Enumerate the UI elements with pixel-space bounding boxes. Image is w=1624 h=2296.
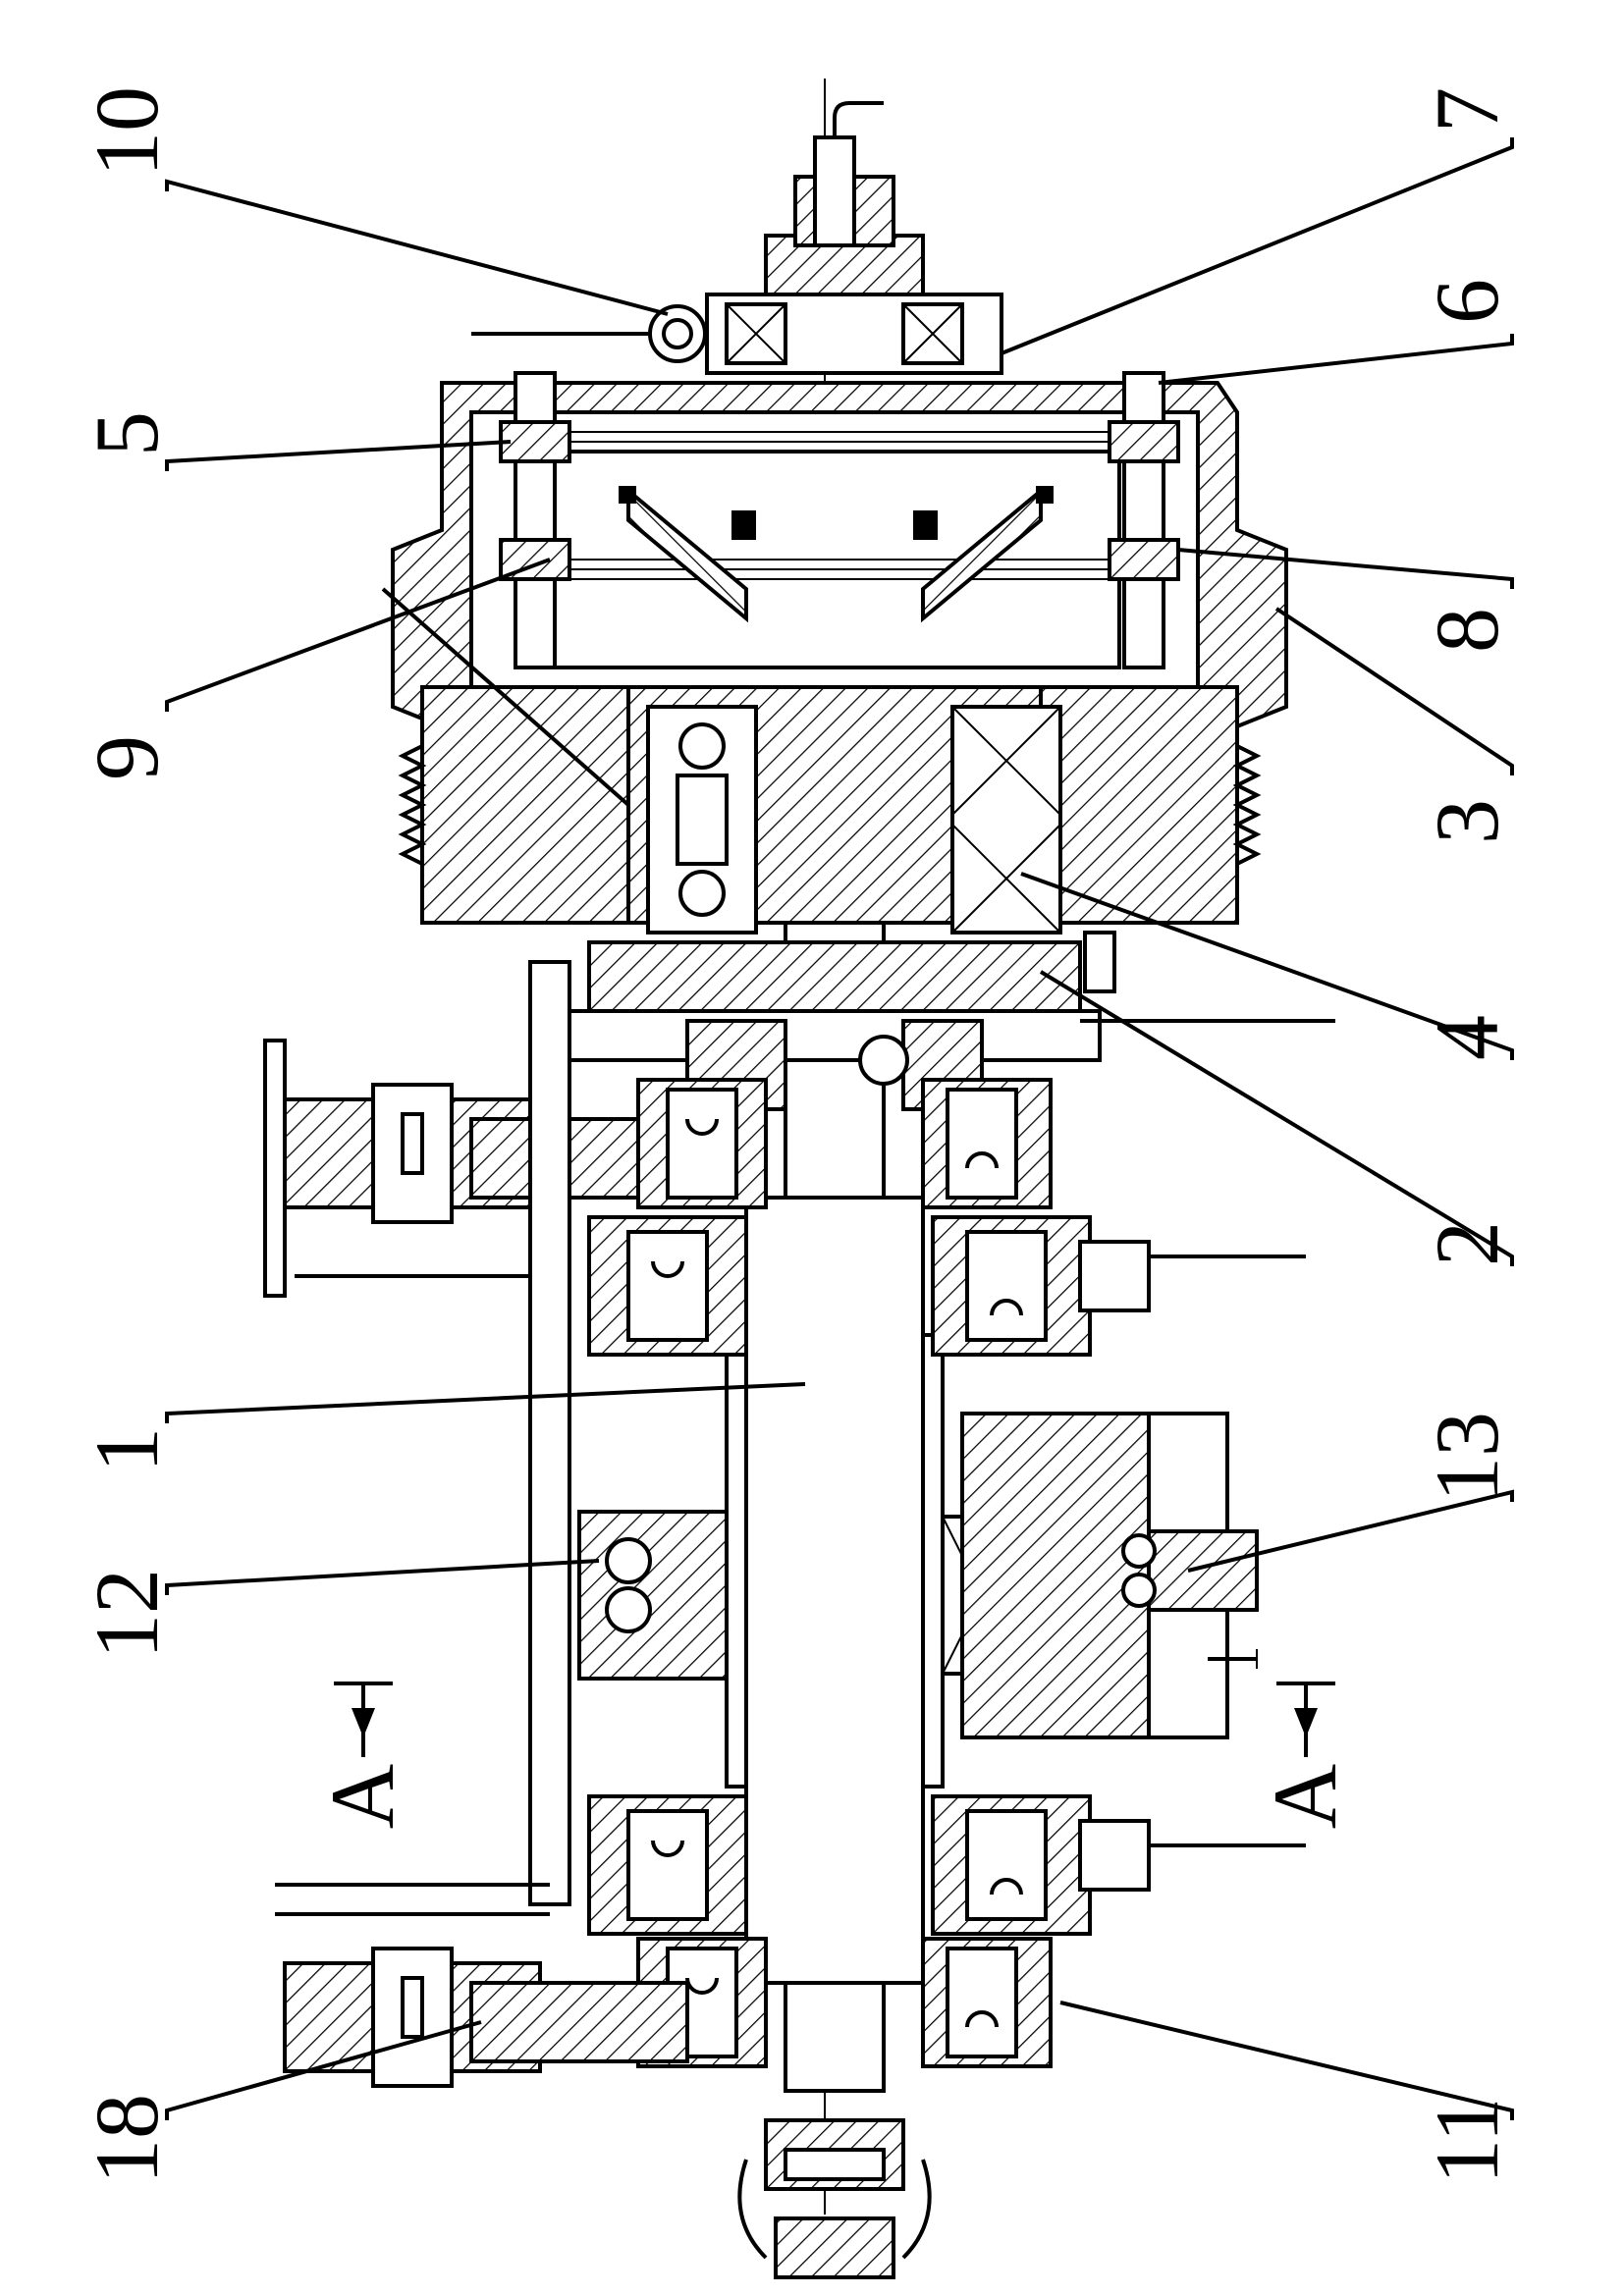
rotary-joint-head <box>471 101 1003 375</box>
callout-13: 13 <box>1417 1412 1517 1502</box>
clutch-bolts <box>499 371 1180 669</box>
section-indicator: A A <box>312 1682 1355 1829</box>
leader-13 <box>1187 1489 1514 1573</box>
leader-7 <box>1001 137 1514 355</box>
leader-1 <box>165 1382 806 1423</box>
pulley-bearings <box>646 705 1062 934</box>
section-label-right: A <box>1255 1764 1355 1829</box>
leader-18 <box>165 2020 482 2120</box>
leader-lines <box>165 137 1514 2120</box>
leader-5 <box>165 440 512 471</box>
leader-2 <box>1039 970 1514 1266</box>
section-label-left: A <box>312 1764 412 1829</box>
callout-10: 10 <box>77 86 177 177</box>
callout-18: 18 <box>77 2094 177 2184</box>
callout-7: 7 <box>1417 87 1517 133</box>
callout-8: 8 <box>1417 608 1517 653</box>
callout-3: 3 <box>1417 799 1517 844</box>
leader-9 <box>165 558 551 712</box>
support-arm-upper <box>263 960 689 1906</box>
leader-3 <box>1274 607 1514 775</box>
callout-labels-top: 10 5 9 12 1 18 <box>77 86 177 2184</box>
leader-4 <box>1020 872 1514 1060</box>
bottom-fitting <box>737 2118 932 2279</box>
leader-11 <box>1059 2001 1514 2120</box>
callout-5: 5 <box>77 411 177 456</box>
callout-12: 12 <box>77 1569 177 1659</box>
leader-6 <box>1158 334 1514 385</box>
callout-11: 11 <box>1417 2097 1517 2184</box>
callout-4: 4 <box>1417 1015 1517 1060</box>
callout-1: 1 <box>77 1427 177 1472</box>
callout-labels-bottom: 7 6 8 3 4 2 13 11 <box>1417 87 1517 2184</box>
callout-2: 2 <box>1417 1221 1517 1266</box>
side-block-13 <box>960 1412 1259 1739</box>
leader-10 <box>165 179 669 316</box>
callout-9: 9 <box>77 735 177 780</box>
support-arm-lower <box>275 1883 689 2088</box>
leader-12 <box>165 1559 600 1595</box>
friction-plates <box>550 431 1119 580</box>
callout-6: 6 <box>1417 279 1517 324</box>
pulley-body <box>381 587 1262 925</box>
leader-8 <box>1177 548 1514 589</box>
shaft-sleeve <box>744 1196 925 1985</box>
